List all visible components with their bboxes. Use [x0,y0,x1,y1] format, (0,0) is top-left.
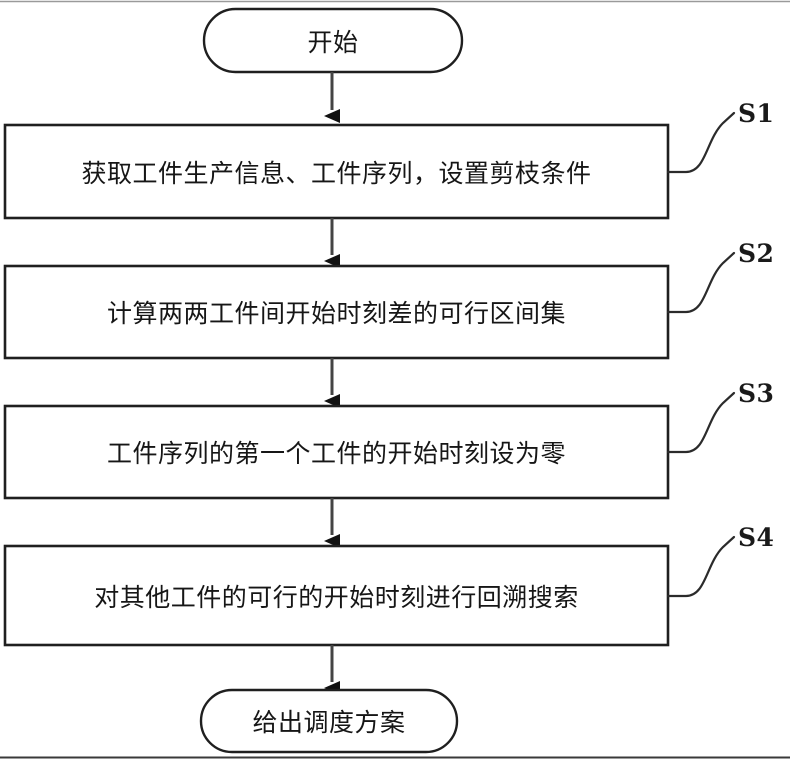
node-s3-label: 工件序列的第一个工件的开始时刻设为零 [106,439,566,468]
node-s4-label: 对其他工件的可行的开始时刻进行回溯搜索 [94,582,579,612]
node-s1-label: 获取工件生产信息、工件序列，设置剪枝条件 [81,158,592,188]
node-s4-shape [3,544,670,647]
node-s2-label: 计算两两工件间开始时刻差的可行区间集 [106,299,566,328]
step-label-s3: S3 [738,379,775,408]
step-label-s2: S2 [738,239,775,268]
node-s2-shape [3,264,670,360]
step-label-s4: S4 [738,523,775,552]
leader-line-s1 [666,111,736,174]
node-end-label: 给出调度方案 [252,708,406,737]
node-end-shape [199,688,459,754]
node-start-label: 开始 [307,27,359,57]
leader-line-s3 [666,391,736,454]
leader-line-s4 [666,535,736,598]
step-label-s1: S1 [738,99,775,128]
leader-line-s2 [666,251,736,314]
node-s1-shape [3,123,670,220]
